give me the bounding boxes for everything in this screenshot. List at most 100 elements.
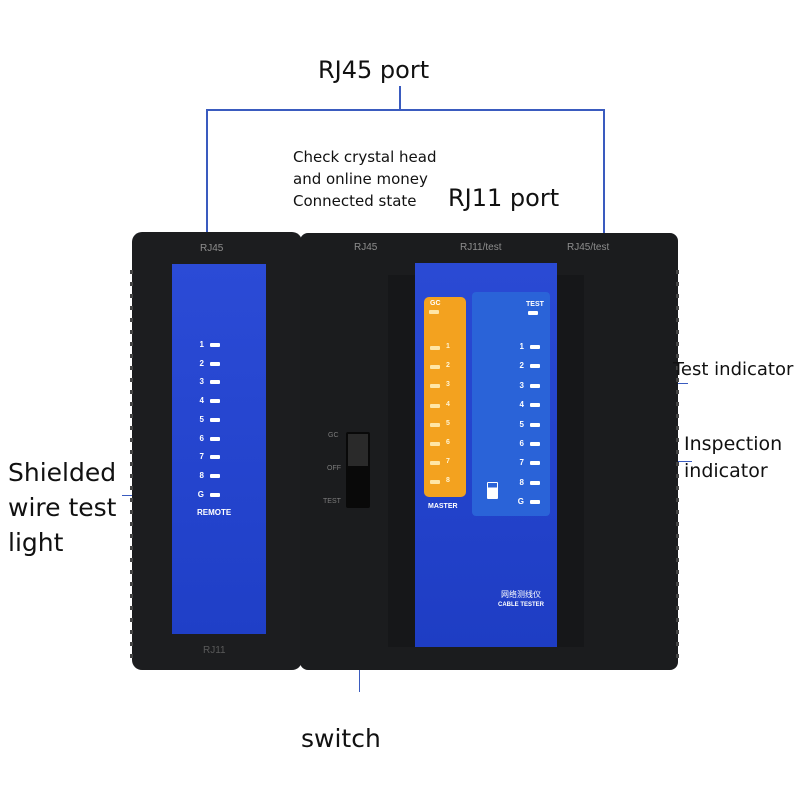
orange-led-number: 5 bbox=[446, 419, 450, 427]
remote-led-number: G bbox=[197, 489, 204, 499]
ridge bbox=[130, 366, 133, 370]
ridge bbox=[130, 642, 133, 646]
gc-led bbox=[429, 310, 439, 314]
orange-led-number: 8 bbox=[446, 477, 450, 485]
orange-led bbox=[430, 422, 440, 427]
test-led-number: 1 bbox=[519, 342, 524, 351]
remote-led-number: 4 bbox=[199, 396, 204, 406]
ridge bbox=[130, 570, 133, 574]
check-line-3: Connected state bbox=[293, 192, 417, 210]
check-line-1: Check crystal head bbox=[293, 148, 437, 166]
rj11-port-callout: RJ11 port bbox=[448, 184, 560, 212]
remote-led bbox=[210, 436, 220, 441]
test-led bbox=[530, 442, 540, 446]
shielded-line-1: Shielded bbox=[8, 458, 117, 487]
ridge bbox=[676, 354, 679, 358]
ridge bbox=[676, 426, 679, 430]
test-led-number: G bbox=[517, 497, 524, 507]
test-led-number: 7 bbox=[519, 458, 524, 468]
ridge bbox=[676, 582, 679, 586]
ridge bbox=[130, 462, 133, 466]
shielded-line-2: wire test bbox=[8, 493, 117, 522]
ridge bbox=[676, 558, 679, 562]
ridge bbox=[676, 438, 679, 442]
orange-led-number: 6 bbox=[446, 439, 450, 446]
test-label: TEST bbox=[526, 301, 544, 308]
battery-icon bbox=[487, 482, 498, 499]
remote-led-number: 3 bbox=[199, 377, 204, 387]
orange-led-number: 1 bbox=[446, 343, 450, 350]
ridge bbox=[130, 318, 133, 322]
remote-led-number: 7 bbox=[199, 452, 204, 462]
orange-led bbox=[430, 346, 440, 350]
product-name-cn: 网络测线仪 bbox=[501, 590, 541, 599]
master-port-rj11-label: RJ11/test bbox=[460, 242, 502, 253]
rj45-bracket-left bbox=[206, 109, 208, 239]
orange-led-number: 4 bbox=[446, 400, 450, 408]
test-led bbox=[530, 480, 540, 485]
ridge bbox=[676, 390, 679, 394]
remote-led bbox=[210, 473, 220, 478]
remote-led bbox=[210, 492, 220, 497]
remote-led bbox=[210, 380, 220, 385]
ridge bbox=[130, 522, 133, 526]
ridge bbox=[130, 438, 133, 442]
orange-led bbox=[430, 384, 440, 389]
ridge bbox=[130, 282, 133, 286]
remote-led bbox=[210, 343, 220, 347]
ridge bbox=[676, 570, 679, 574]
ridge bbox=[130, 270, 133, 274]
ridge bbox=[676, 462, 679, 466]
inspection-line-1: Inspection bbox=[684, 433, 783, 455]
master-label: MASTER bbox=[428, 503, 458, 510]
inspection-line-2: indicator bbox=[684, 460, 768, 482]
ridge bbox=[130, 450, 133, 454]
remote-bottom-port-label: RJ11 bbox=[203, 645, 226, 656]
ridge bbox=[130, 354, 133, 358]
test-led bbox=[530, 364, 540, 369]
rj45-bracket-top bbox=[206, 109, 604, 111]
switch-test-label: TEST bbox=[323, 498, 341, 505]
remote-led bbox=[210, 399, 220, 404]
ridge bbox=[676, 450, 679, 454]
ridge bbox=[676, 366, 679, 370]
orange-led-number: 3 bbox=[446, 381, 450, 389]
orange-led bbox=[430, 480, 440, 485]
test-led-number: 4 bbox=[519, 400, 524, 410]
ridge bbox=[676, 606, 679, 610]
ridge bbox=[676, 402, 679, 406]
shielded-line-3: light bbox=[8, 528, 64, 557]
ridge bbox=[676, 342, 679, 346]
orange-led-number: 2 bbox=[446, 362, 450, 370]
test-led-number: 3 bbox=[519, 380, 524, 390]
switch-off-label: OFF bbox=[327, 465, 341, 472]
ridge bbox=[130, 402, 133, 406]
mode-switch-knob[interactable] bbox=[348, 434, 368, 466]
ridge bbox=[676, 546, 679, 550]
inspection-indicator-callout: Inspection indicator bbox=[684, 431, 782, 485]
ridge bbox=[676, 306, 679, 310]
check-connection-callout: Check crystal head and online money Conn… bbox=[293, 146, 436, 212]
ridge bbox=[676, 654, 679, 658]
ridge bbox=[130, 426, 133, 430]
switch-callout: switch bbox=[301, 724, 381, 753]
ridge bbox=[676, 294, 679, 298]
ridge bbox=[676, 414, 679, 418]
ridge bbox=[130, 606, 133, 610]
remote-top-port-label: RJ45 bbox=[200, 243, 224, 254]
ridge bbox=[130, 294, 133, 298]
ridge bbox=[676, 534, 679, 538]
ridge bbox=[130, 378, 133, 382]
master-port-rj45-test-label: RJ45/test bbox=[567, 242, 610, 253]
remote-led-number: 1 bbox=[199, 340, 204, 349]
ridge bbox=[130, 558, 133, 562]
ridge bbox=[676, 618, 679, 622]
ridge bbox=[130, 306, 133, 310]
ridge bbox=[130, 510, 133, 514]
test-led bbox=[530, 383, 540, 388]
product-name-en: CABLE TESTER bbox=[498, 602, 545, 608]
ridge bbox=[676, 282, 679, 286]
ridge bbox=[676, 378, 679, 382]
remote-label: REMOTE bbox=[197, 508, 232, 517]
orange-led-number: 7 bbox=[446, 458, 450, 466]
